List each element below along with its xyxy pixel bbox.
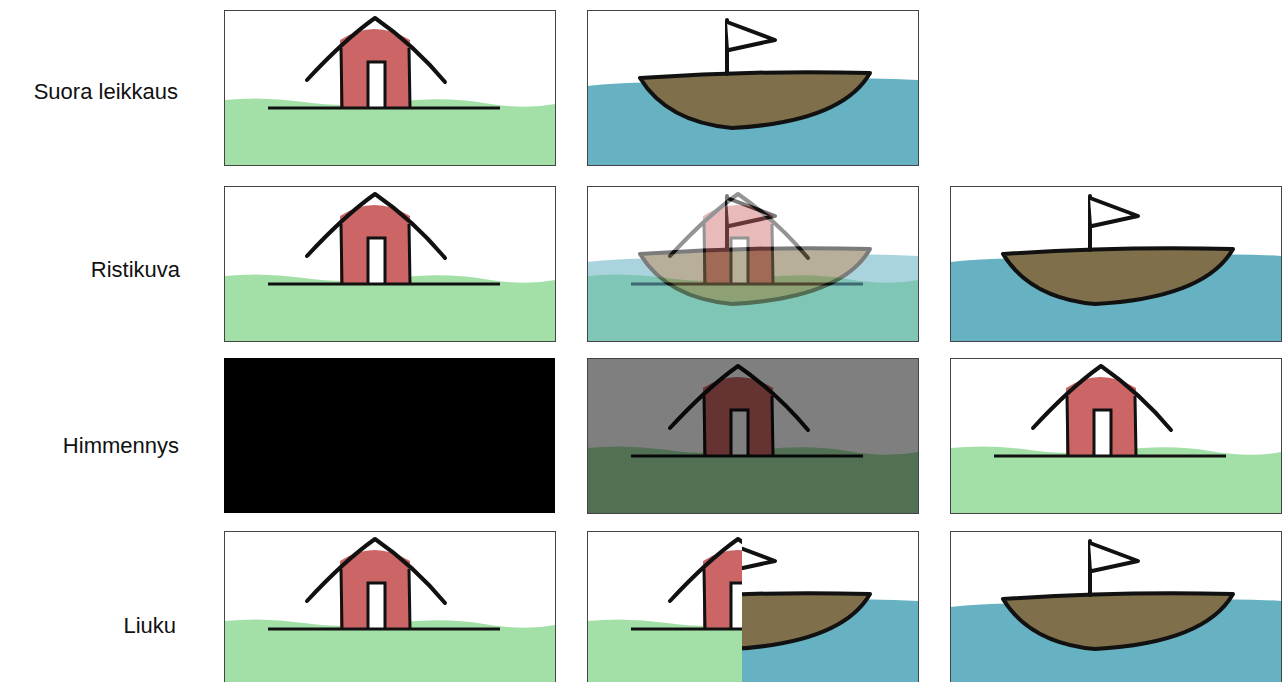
row-label: Ristikuva [91, 257, 180, 283]
row-label: Himmennys [63, 433, 179, 459]
row-label: Suora leikkaus [34, 79, 178, 105]
row-label: Liuku [123, 613, 176, 639]
